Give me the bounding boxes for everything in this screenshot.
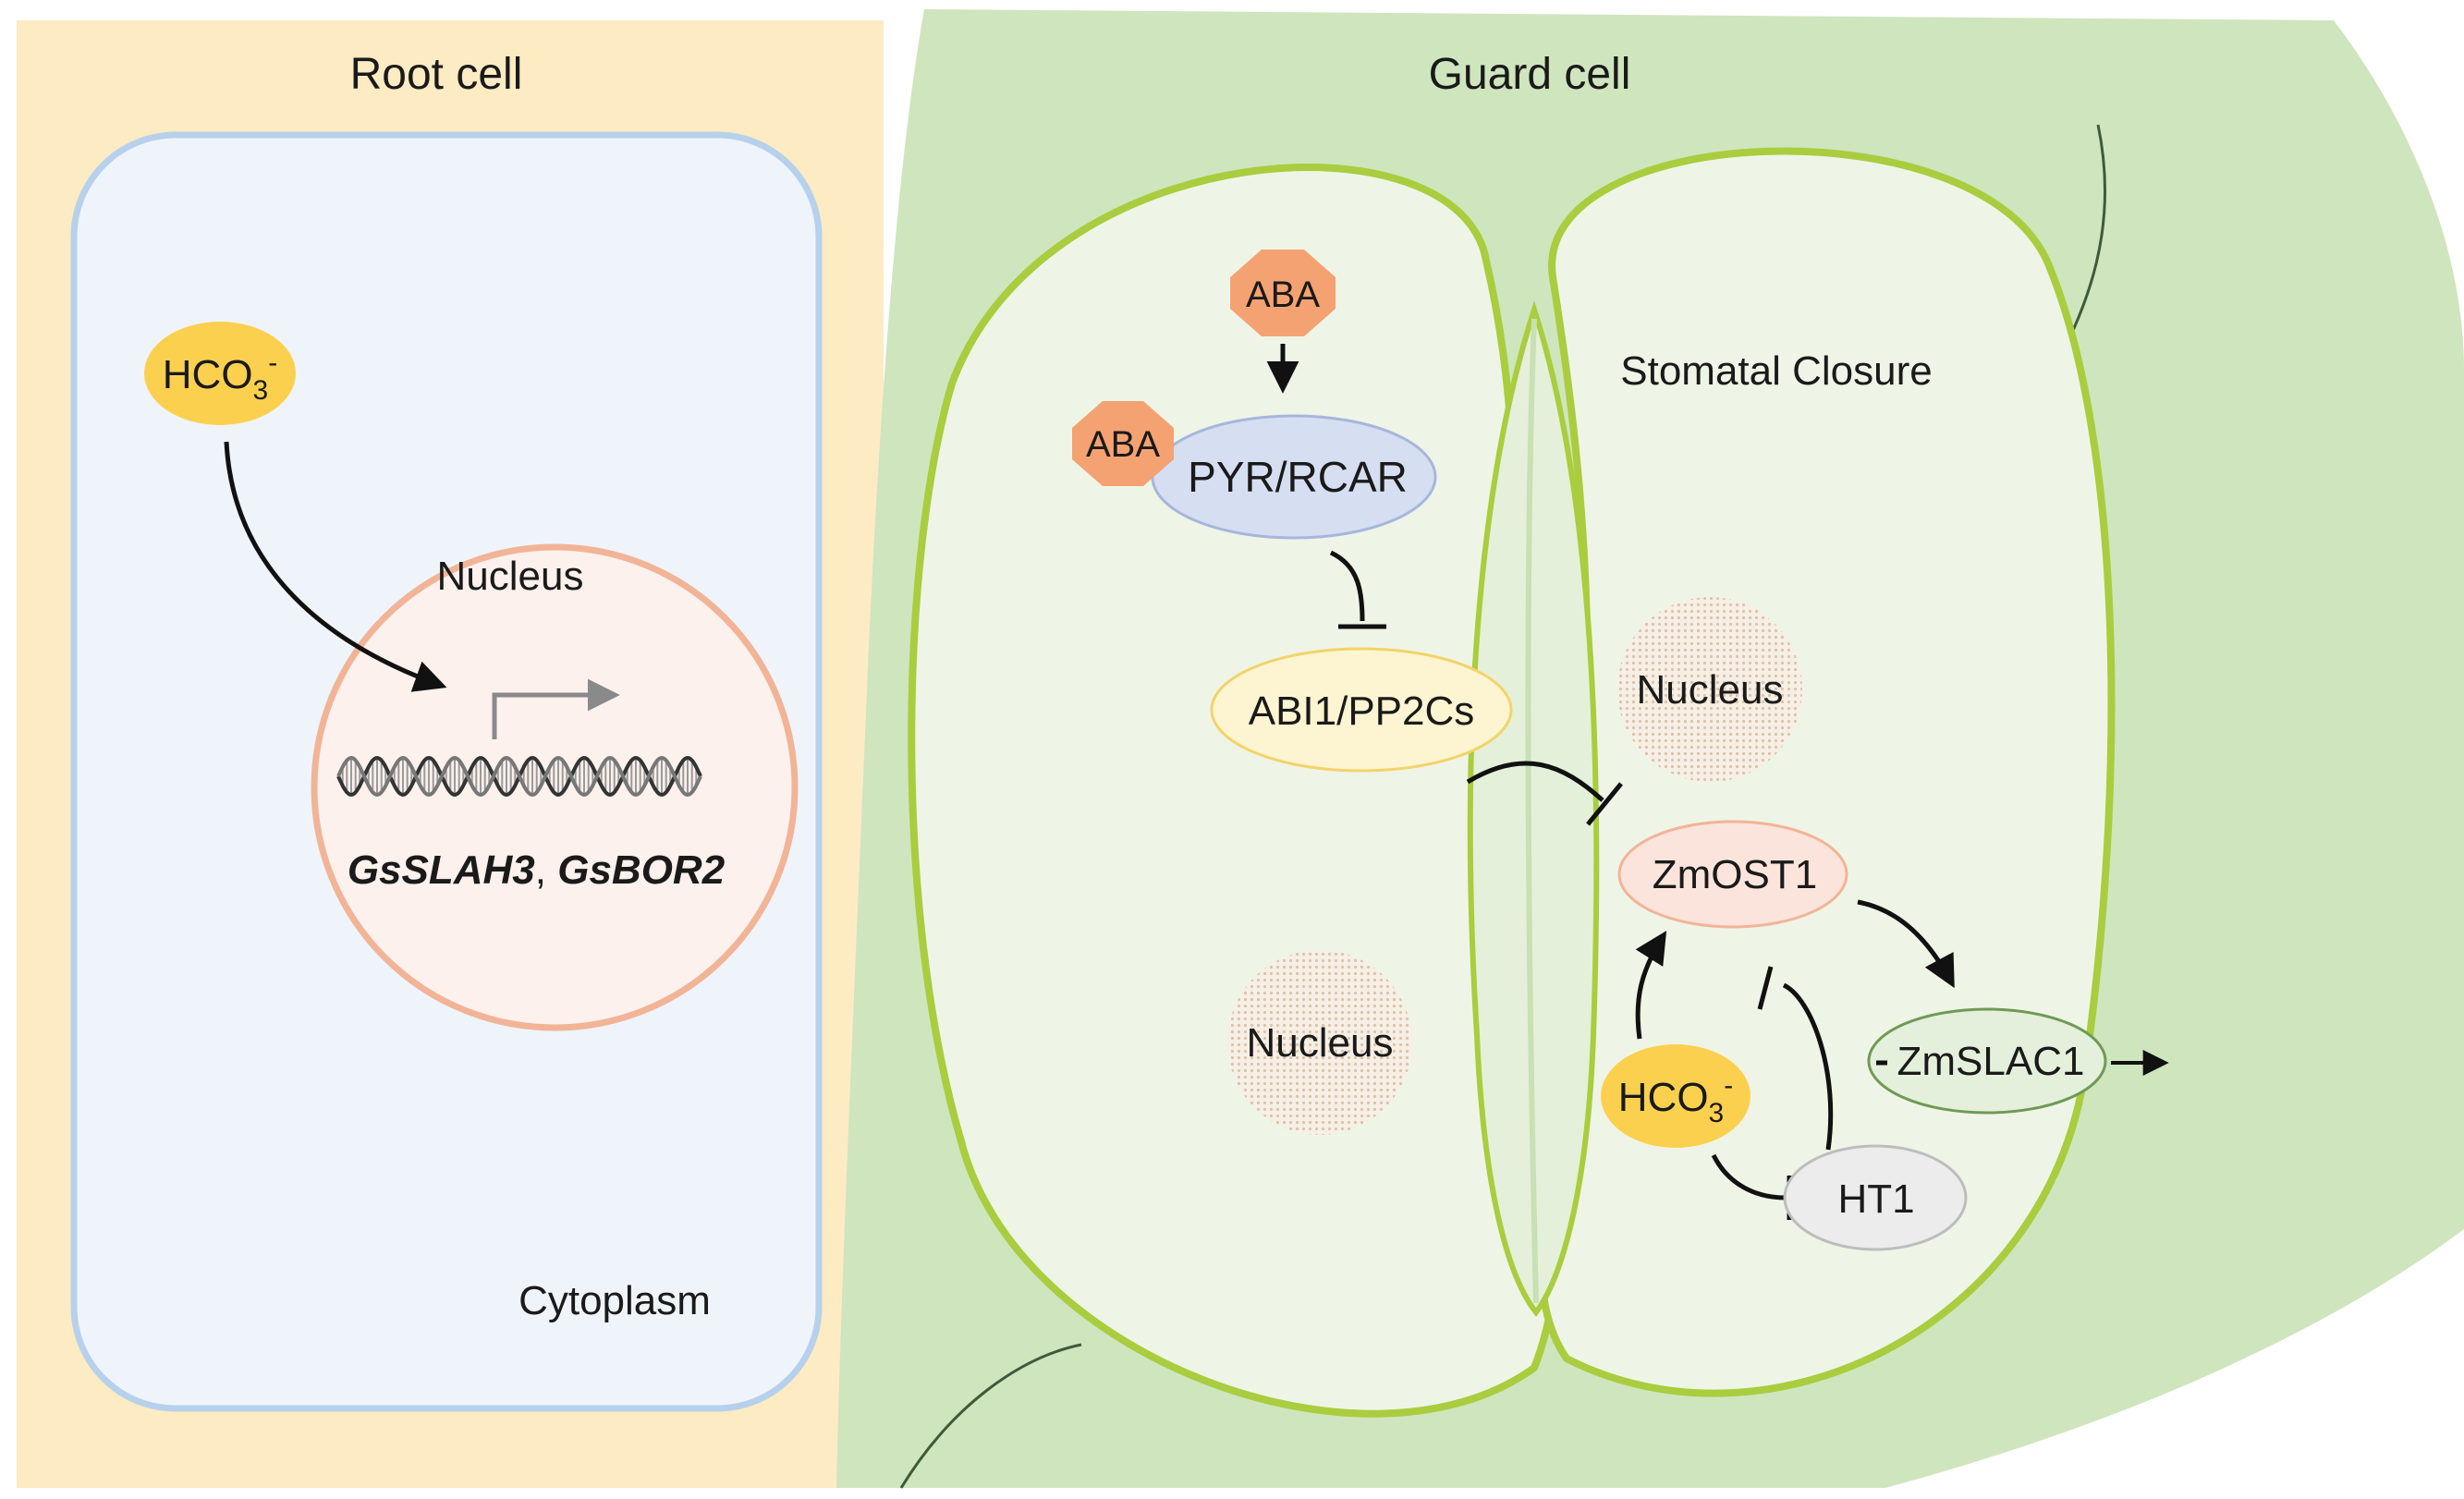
abi1-inhibits-ost1-bar [1586, 782, 1623, 826]
root-nucleus-label: Nucleus [437, 554, 584, 599]
bicarbonate-activates-ost1 [1635, 931, 1667, 1040]
guard-bicarbonate-label: HCO3- [1618, 1070, 1733, 1128]
guard-panel-title: Guard cell [1429, 50, 1631, 99]
channel-node [1867, 1007, 2107, 1115]
guard-bicarbonate-badge [1601, 1044, 1750, 1148]
abi1-inhibits-ost1 [1466, 761, 1604, 802]
ht1-label: HT1 [1837, 1176, 1914, 1222]
stomatal-closure-label: Stomatal Closure [1620, 348, 1932, 394]
phosphatase-label: ABI1/PP2Cs [1249, 689, 1475, 734]
kinase-node [1617, 820, 1848, 929]
aba-free-badge [1230, 250, 1336, 336]
stomatal-pore [1467, 300, 1600, 1317]
guard-nucleus-left [1227, 950, 1412, 1135]
channel-label: ZmSLAC1 [1897, 1039, 2085, 1084]
phosphatase-node [1210, 647, 1513, 773]
aba-bound-badge [1072, 401, 1174, 486]
dna-helix-icon [336, 755, 702, 798]
ht1-node [1783, 1144, 1968, 1251]
aba-free-label: ABA [1246, 274, 1320, 315]
ht1-inhibits-ost1 [1782, 982, 1834, 1151]
left-guard-cell [908, 164, 1560, 1418]
root-induction-arrow [224, 441, 447, 692]
leaf-vein-bottom [899, 1343, 1082, 1489]
aba-bound-label: ABA [1086, 424, 1160, 465]
transcription-start-arrow [492, 678, 620, 739]
root-bicarbonate-label: HCO3- [163, 347, 277, 406]
guard-nucleus-left-label: Nucleus [1247, 1020, 1394, 1066]
dna-strand [336, 755, 702, 798]
kinase-label: ZmOST1 [1653, 852, 1817, 897]
pore-center-line [1525, 318, 1539, 1304]
bicarbonate-inhibits-ht1 [1711, 1153, 1787, 1200]
receptor-inhibits-abi1 [1329, 550, 1365, 622]
ost1-activates-slac1 [1857, 899, 1955, 989]
guard-nucleus-right [1617, 597, 1802, 782]
root-bicarbonate-badge [144, 322, 296, 425]
cytoplasm-label: Cytoplasm [518, 1278, 711, 1323]
gene-names: GsSLAH3, GsBOR2 [348, 847, 726, 893]
root-panel-title: Root cell [350, 50, 523, 99]
guard-nucleus-right-label: Nucleus [1637, 667, 1784, 713]
ht1-inhibits-ost1-bar [1757, 966, 1774, 1010]
receptor-label: PYR/RCAR [1188, 453, 1408, 501]
